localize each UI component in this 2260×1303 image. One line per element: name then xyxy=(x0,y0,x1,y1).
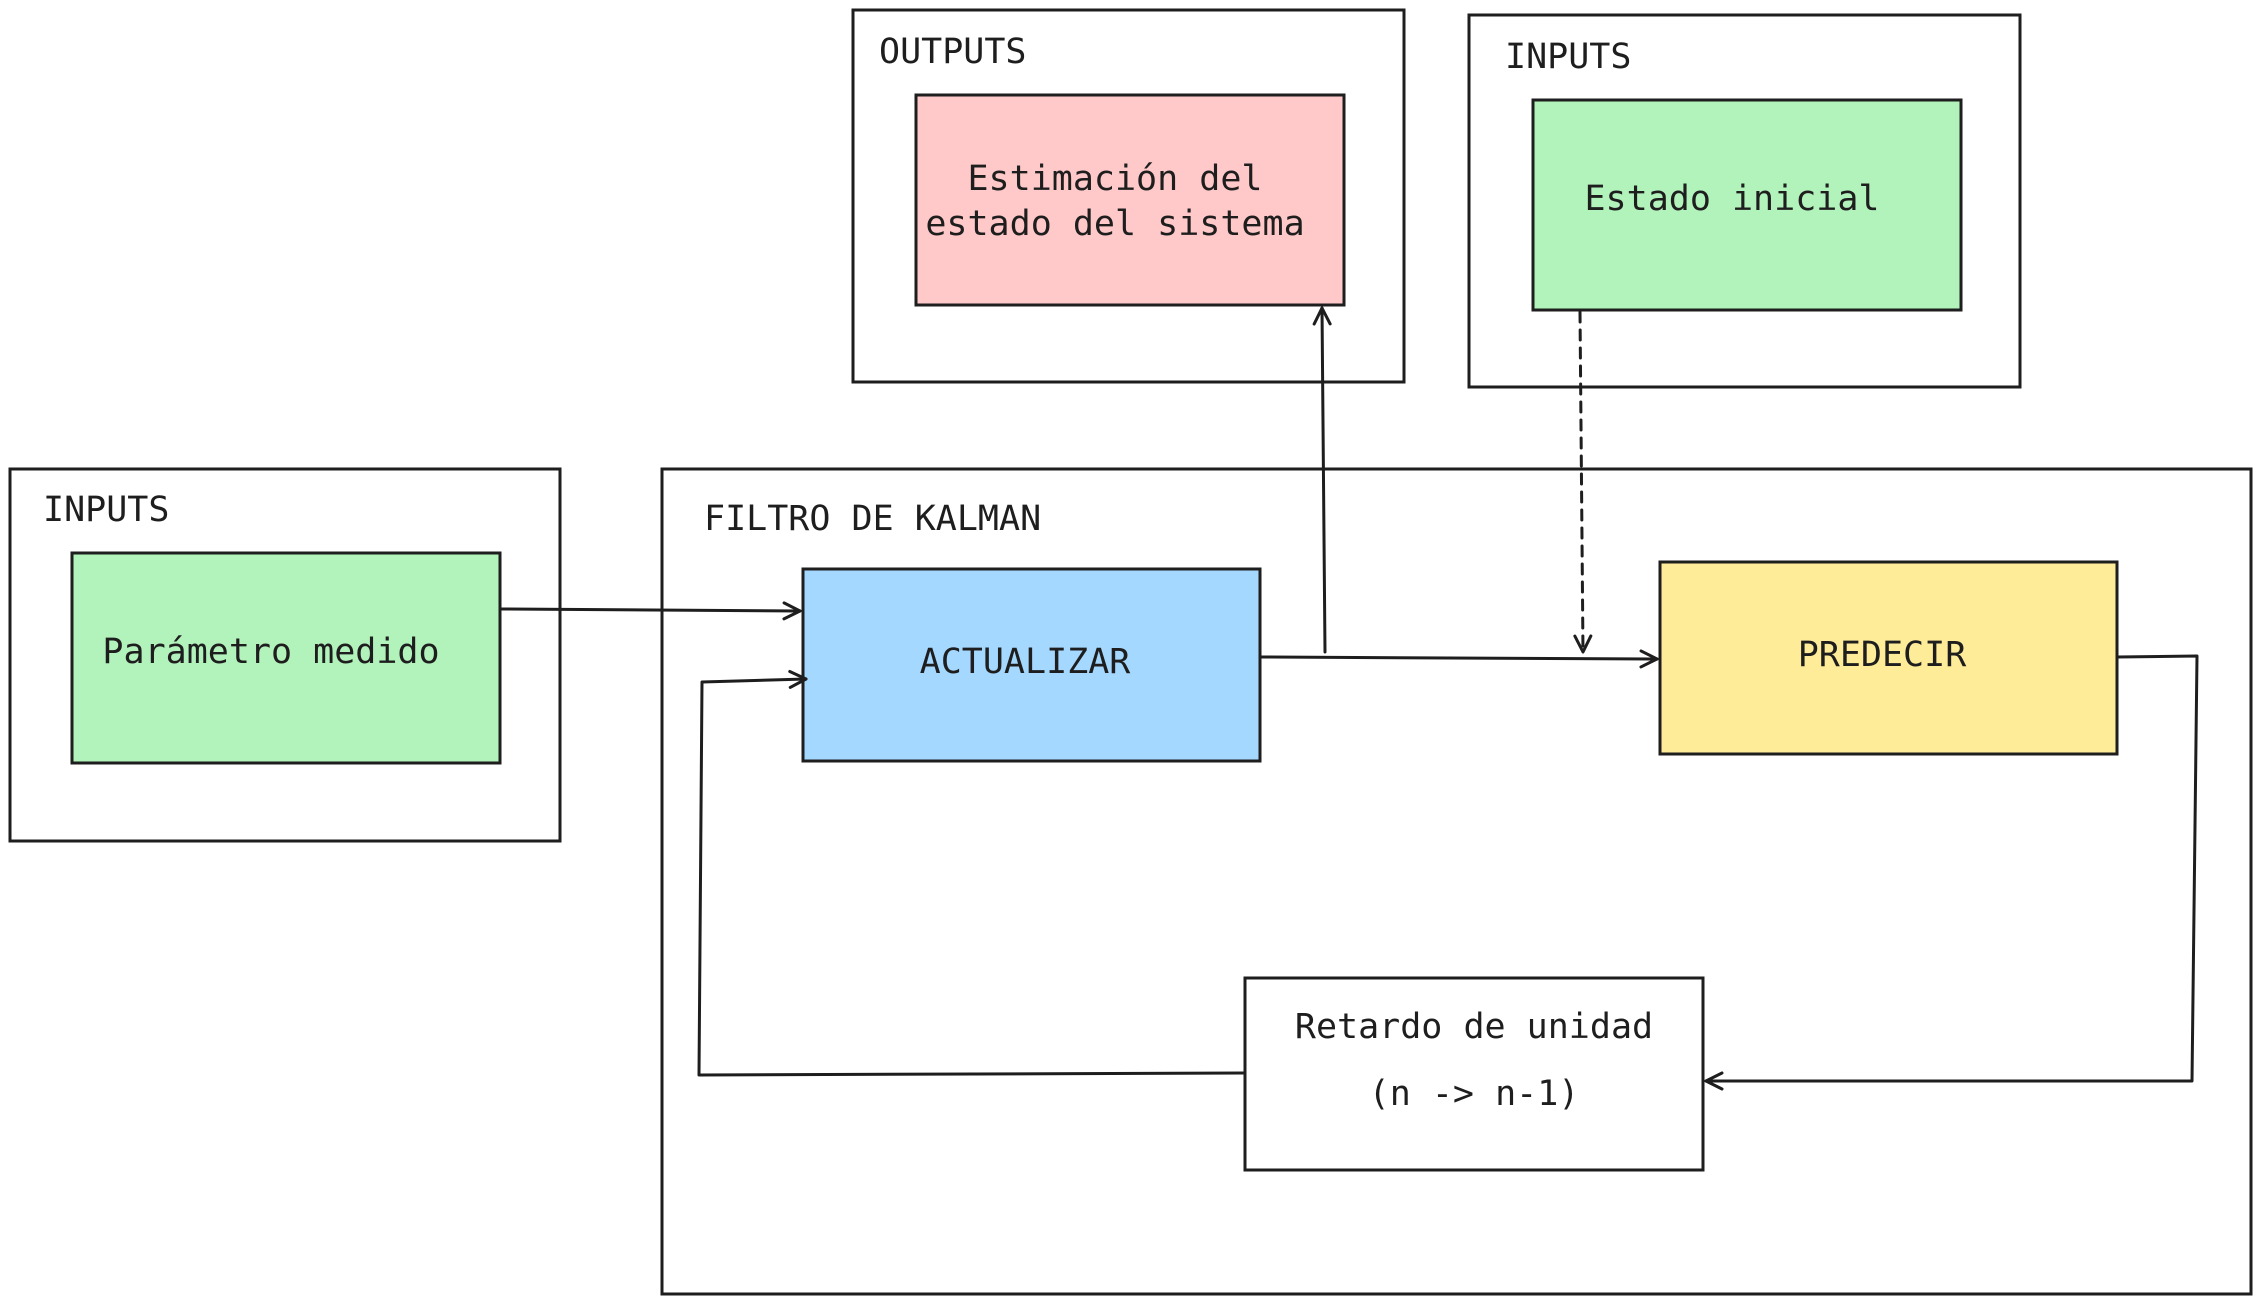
arrow-estado-inicial-to-predecir xyxy=(1573,310,1593,654)
node-actualizar: ACTUALIZAR xyxy=(801,567,1262,763)
node-estimacion-line1: Estimación del xyxy=(967,159,1262,199)
inputs-top-frame: INPUTS xyxy=(1467,13,2022,389)
arrow-parametro-to-actualizar xyxy=(498,601,802,621)
node-parametro-medido-box xyxy=(70,551,502,765)
node-predecir-box xyxy=(1658,560,2119,756)
node-estado-inicial-box xyxy=(1531,98,1963,312)
arrow-actualizar-to-predecir xyxy=(1258,649,1659,669)
node-parametro-medido-label: Parámetro medido xyxy=(102,632,439,672)
node-retardo-line1: Retardo de unidad xyxy=(1295,1007,1653,1047)
node-parametro-medido: Parámetro medido xyxy=(70,551,502,765)
node-estimacion-line2: estado del sistema xyxy=(925,204,1304,244)
node-actualizar-box xyxy=(801,567,1262,763)
node-estimacion-box xyxy=(914,93,1346,307)
inputs-left-frame: INPUTS xyxy=(8,467,562,843)
kalman-filter-frame-title: FILTRO DE KALMAN xyxy=(704,499,1041,539)
kalman-filter-frame: FILTRO DE KALMAN xyxy=(660,467,2253,1296)
node-predecir: PREDECIR xyxy=(1658,560,2119,756)
node-actualizar-label: ACTUALIZAR xyxy=(920,642,1132,682)
inputs-top-frame-title: INPUTS xyxy=(1505,37,1631,77)
node-estado-inicial: Estado inicial xyxy=(1531,98,1963,312)
node-retardo-line2: (n -> n-1) xyxy=(1369,1074,1580,1114)
node-predecir-label: PREDECIR xyxy=(1798,635,1968,675)
outputs-frame: OUTPUTS xyxy=(851,8,1406,384)
arrow-predecir-to-retardo xyxy=(1704,654,2199,1091)
node-estimacion-estado: Estimación del estado del sistema xyxy=(914,93,1346,307)
inputs-left-frame-title: INPUTS xyxy=(43,490,169,530)
node-estado-inicial-label: Estado inicial xyxy=(1584,179,1879,219)
node-retardo-unidad: Retardo de unidad (n -> n-1) xyxy=(1243,976,1705,1172)
arrow-retardo-to-actualizar xyxy=(697,669,1247,1077)
outputs-frame-title: OUTPUTS xyxy=(879,32,1027,72)
arrow-actualizar-to-estimacion xyxy=(1312,306,1332,654)
